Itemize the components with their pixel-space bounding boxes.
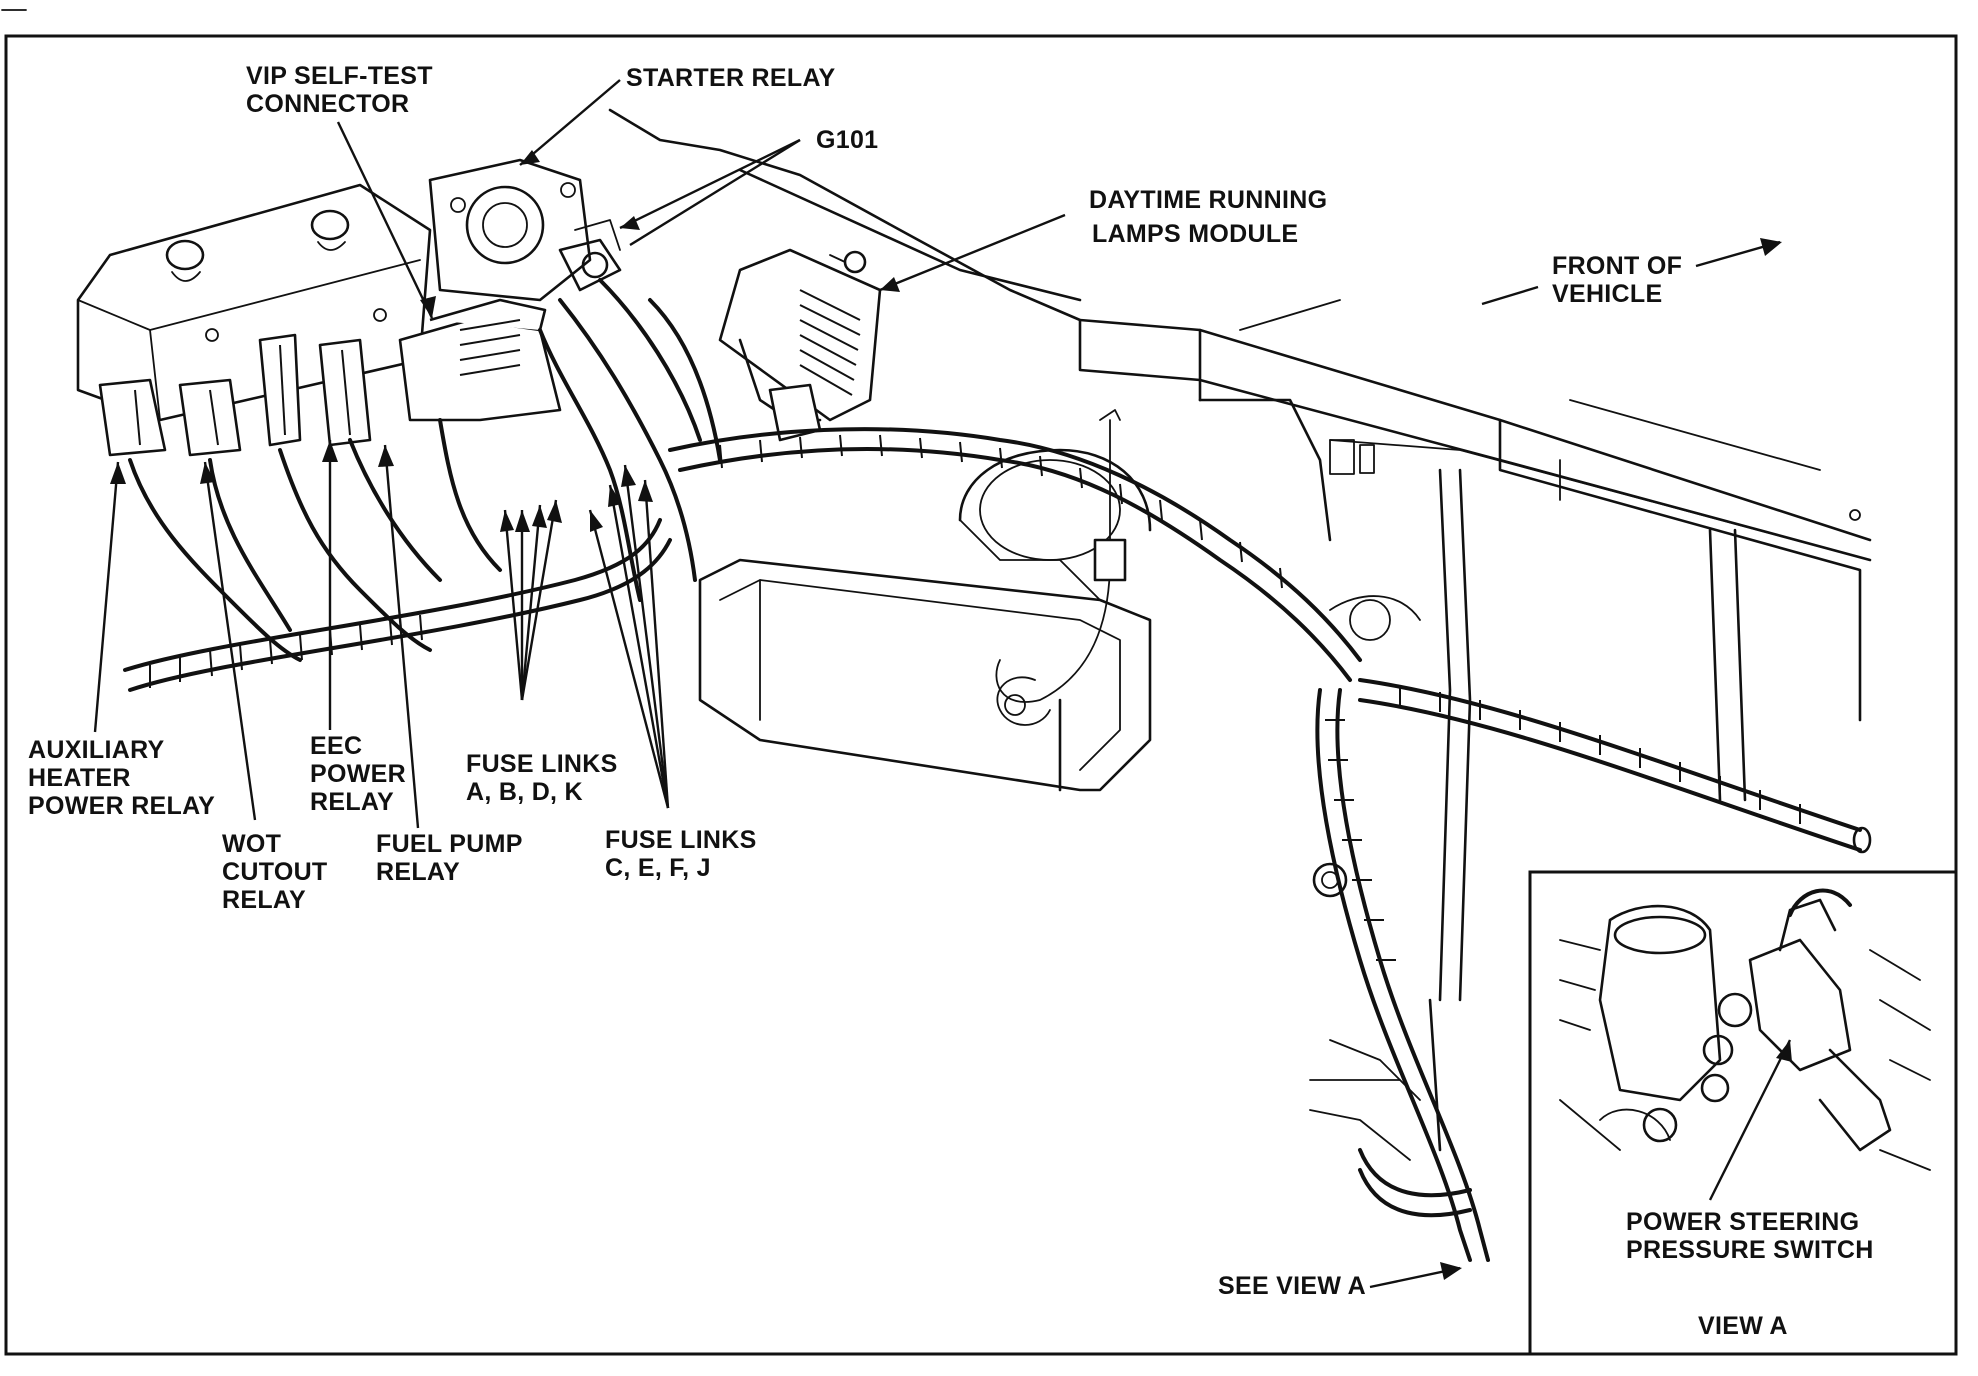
label-front-of-vehicle: FRONT OF VEHICLE <box>1552 252 1689 308</box>
label-g101: G101 <box>816 126 878 154</box>
drl-module-body <box>718 248 882 442</box>
label-see-view-a: SEE VIEW A <box>1218 1272 1366 1300</box>
label-wot-cutout-relay: WOT CUTOUT RELAY <box>222 830 335 914</box>
view-a-inset <box>1528 870 1958 1356</box>
label-auxiliary-heater-power-relay: AUXILIARY HEATER POWER RELAY <box>28 736 215 820</box>
frame-rail <box>1309 998 1442 1161</box>
view-a-frame <box>1528 870 1958 1356</box>
wiring-harness <box>123 278 1872 1262</box>
shock-tower <box>958 448 1421 641</box>
diagram-frame <box>4 34 1958 1356</box>
engine-drawing <box>76 108 1872 1262</box>
leader-lines <box>93 79 1792 1289</box>
fender-structure <box>608 108 1872 1002</box>
label-fuel-pump-relay: FUEL PUMP RELAY <box>376 830 530 886</box>
label-eec-power-relay: EEC POWER RELAY <box>310 732 413 816</box>
relay-bracket <box>76 183 432 422</box>
label-starter-relay: STARTER RELAY <box>626 64 836 92</box>
label-daytime-running-lamps-module: DAYTIME RUNNING LAMPS MODULE <box>1089 186 1335 248</box>
label-vip-self-test-connector: VIP SELF-TEST CONNECTOR <box>246 62 440 118</box>
battery-tray <box>698 519 1348 898</box>
label-fuse-links-abdk: FUSE LINKS A, B, D, K <box>466 750 625 806</box>
starter-relay-body <box>428 158 622 302</box>
label-view-a: VIEW A <box>1698 1312 1788 1340</box>
label-power-steering-pressure-switch: POWER STEERING PRESSURE SWITCH <box>1626 1208 1874 1264</box>
label-fuse-links-cefj: FUSE LINKS C, E, F, J <box>605 826 764 882</box>
relay-connectors <box>98 298 562 457</box>
